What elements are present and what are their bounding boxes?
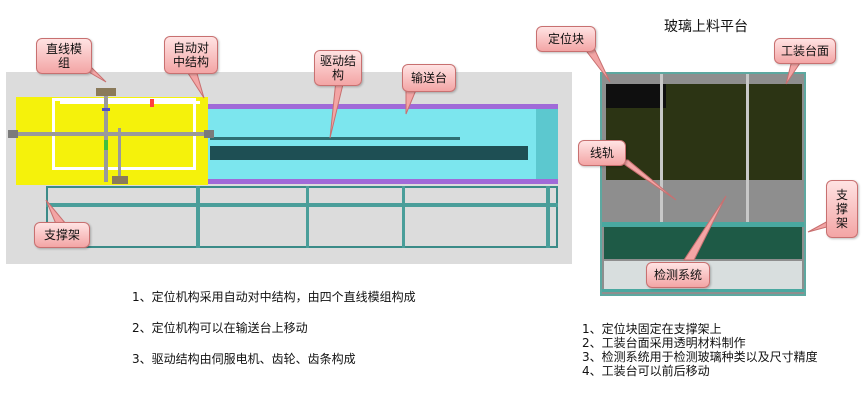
note-item: 2、定位机构可以在输送台上移动 [132, 321, 308, 335]
conveyor-table [206, 109, 558, 179]
note-item: 1、定位块固定在支撑架上 [582, 322, 722, 336]
pointer-inspection [683, 195, 727, 261]
pointer-drive [329, 79, 345, 139]
conveyor-slot-inner [210, 137, 460, 140]
callout-locator: 定位块 [536, 26, 596, 52]
conveyor-bottom-rail [206, 179, 558, 184]
base-rail [602, 289, 804, 292]
note-item: 4、工装台可以前后移动 [582, 364, 710, 378]
positioning-crossbar [14, 132, 210, 136]
callout-right-support: 支 撑 架 [826, 180, 858, 238]
rail-support-bar [602, 222, 804, 227]
pointer-self-center [185, 69, 205, 99]
frame-leg [196, 186, 200, 248]
note-item: 1、定位机构采用自动对中结构，由四个直线模组构成 [132, 290, 416, 304]
locator-block [606, 84, 666, 108]
conveyor-top-rail [206, 104, 558, 109]
conveyor-slot [210, 146, 528, 160]
sensor-marker [104, 140, 108, 150]
frame-rail-mid [46, 203, 558, 207]
callout-conveyor: 输送台 [402, 64, 456, 92]
pointer-rail [616, 159, 677, 201]
pointer-conveyor [405, 89, 417, 115]
support-frame [46, 186, 558, 248]
left-notes: 1、定位机构采用自动对中结构，由四个直线模组构成 2、定位机构可以在输送台上移动… [132, 290, 416, 366]
linear-module-head [96, 88, 116, 96]
note-item: 2、工装台面采用透明材料制作 [582, 336, 746, 350]
frame-leg [306, 186, 309, 248]
conveyor-shade [536, 109, 558, 179]
callout-drive: 驱动结 构 [314, 50, 362, 86]
positioning-vertical-bar [104, 92, 108, 182]
sensor-marker [150, 99, 154, 107]
frame-leg [546, 186, 550, 248]
note-item: 3、驱动结构由伺服电机、齿轮、齿条构成 [132, 352, 356, 366]
pointer-locator [582, 47, 611, 83]
callout-left-support: 支撑架 [34, 222, 90, 248]
sensor-marker [102, 108, 110, 111]
platform-outer-frame [600, 72, 806, 296]
positioning-mechanism [16, 97, 208, 185]
positioning-vertical-bar [118, 128, 121, 180]
callout-self-center: 自动对 中结构 [164, 36, 218, 74]
pointer-left-support [45, 199, 68, 225]
callout-fixture-table: 工装台面 [774, 38, 836, 64]
positioning-crossbar-upper [60, 101, 200, 104]
right-notes: 1、定位块固定在支撑架上 2、工装台面采用透明材料制作 3、检测系统用于检测玻璃… [582, 322, 818, 378]
linear-rail [746, 74, 749, 224]
end-clamp [8, 130, 18, 138]
callout-inspection: 检测系统 [646, 262, 710, 288]
frame-leg [402, 186, 405, 248]
callout-rail: 线轨 [578, 140, 626, 166]
note-item: 3、检测系统用于检测玻璃种类以及尺寸精度 [582, 350, 818, 364]
linear-module-head [112, 176, 128, 184]
callout-linear-module: 直线模 组 [36, 38, 92, 74]
linear-rail [660, 74, 663, 224]
page-title: 玻璃上料平台 [664, 19, 748, 35]
end-clamp [204, 130, 214, 138]
